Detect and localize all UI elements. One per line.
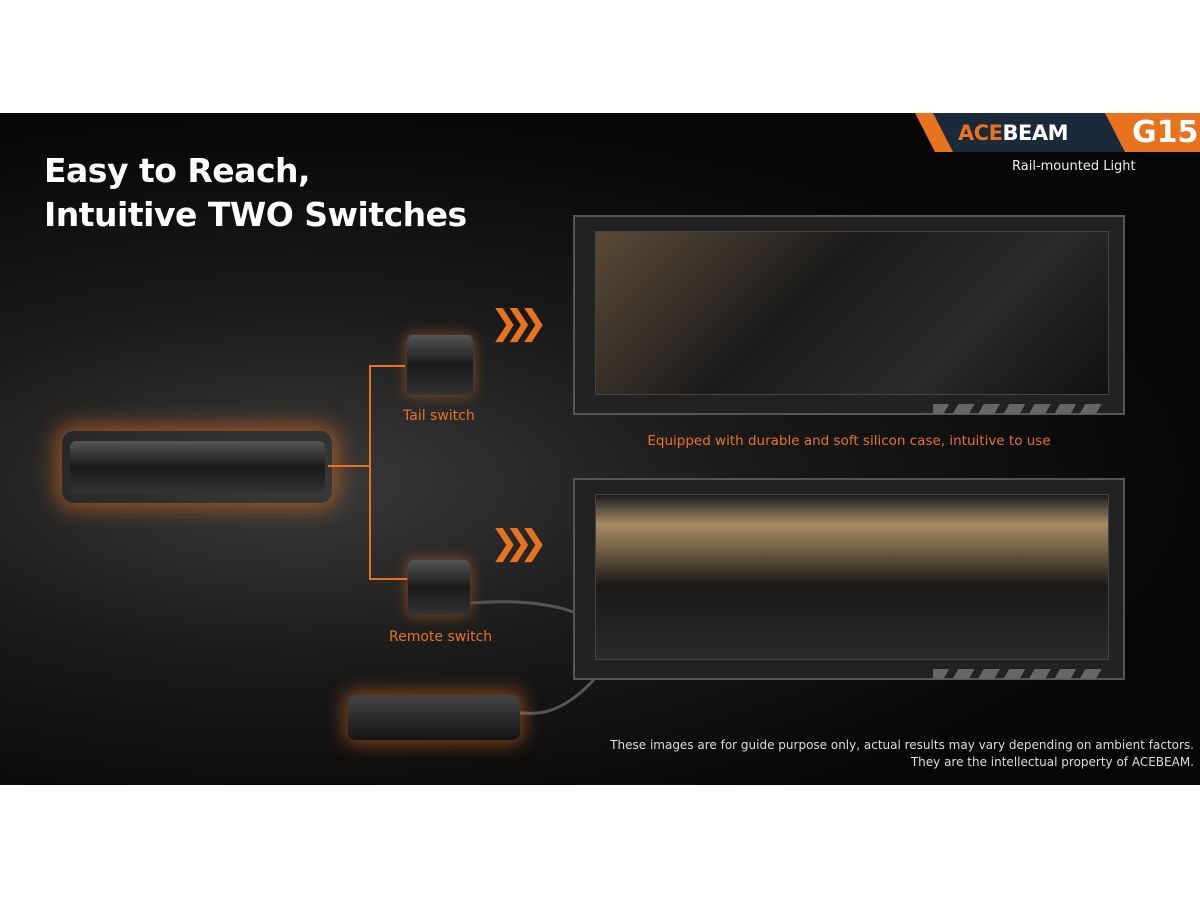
connector-line — [369, 365, 405, 367]
connector-line — [328, 465, 370, 467]
headline-line-2: Intuitive TWO Switches — [44, 195, 467, 234]
model-name: G15 — [1132, 115, 1199, 150]
headline: Easy to Reach, Intuitive TWO Switches — [44, 149, 467, 237]
disclaimer-line-2: They are the intellectual property of AC… — [910, 755, 1194, 769]
brand-banner — [915, 113, 1200, 152]
connector-line — [369, 365, 371, 579]
tail-switch-label: Tail switch — [403, 408, 475, 424]
product-subtitle: Rail-mounted Light — [1012, 159, 1136, 174]
remote-switch-label: Remote switch — [389, 629, 493, 645]
tail-switch-photo — [595, 231, 1109, 395]
tail-switch-photo-panel — [573, 215, 1125, 415]
decorative-stripes — [933, 669, 1103, 679]
remote-switch-photo-panel — [573, 478, 1125, 680]
pressure-pad-image — [348, 695, 520, 740]
product-banner: Easy to Reach, Intuitive TWO Switches AC… — [0, 113, 1200, 785]
decorative-stripes — [933, 404, 1103, 414]
remote-switch-image — [408, 560, 470, 615]
tail-switch-image — [407, 335, 473, 395]
remote-switch-photo — [595, 494, 1109, 660]
connector-line — [369, 578, 407, 580]
headline-line-1: Easy to Reach, — [44, 151, 311, 190]
chevron-right-icon: ❯❯❯ — [490, 303, 548, 343]
photo-caption: Equipped with durable and soft silicon c… — [647, 433, 1051, 449]
brand-logo: ACEBEAM — [958, 121, 1069, 145]
flashlight-image — [70, 441, 325, 493]
chevron-right-icon: ❯❯❯ — [490, 523, 548, 563]
disclaimer-line-1: These images are for guide purpose only,… — [610, 738, 1194, 752]
